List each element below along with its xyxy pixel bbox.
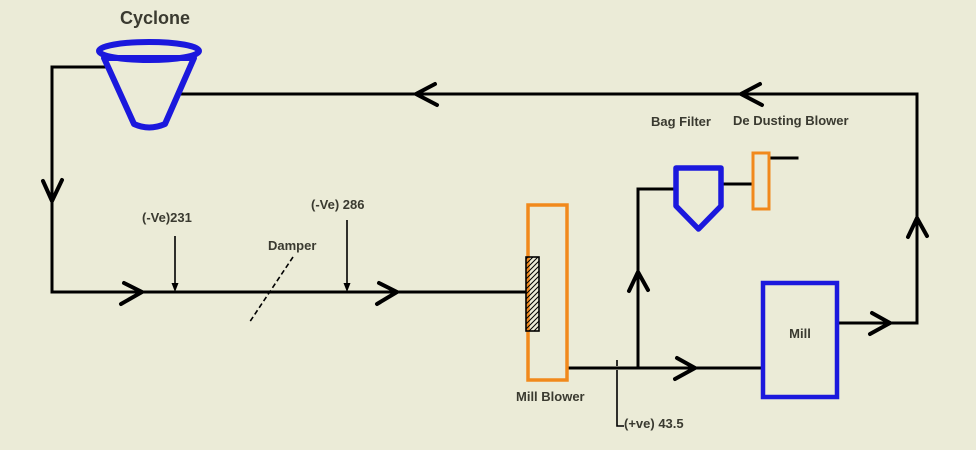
pipe-cyclone-dip-to-mill-blower: [50, 65, 528, 294]
pipe-riser-to-bag-filter: [636, 187, 677, 370]
bag-filter-label: Bag Filter: [651, 114, 711, 129]
arrow-left-top-1-icon: [414, 82, 439, 107]
pressure-reading-3-label: (+ve) 43.5: [624, 416, 684, 431]
mill-blower-label: Mill Blower: [516, 389, 585, 404]
cyclone-shape: [96, 39, 202, 131]
pressure-reading-1-label: (-Ve)231: [142, 210, 192, 225]
arrow-up-riser-icon: [627, 270, 650, 293]
arrow-right-bottom-icon: [673, 356, 697, 381]
mill-shape: [760, 280, 840, 400]
leader-pressure-3: [616, 360, 624, 427]
leader-arrowhead-2-icon: [343, 283, 351, 292]
damper-label: Damper: [268, 238, 317, 253]
arrow-right-main-1-icon: [119, 281, 144, 306]
leader-arrowhead-1-icon: [171, 283, 179, 292]
arrow-left-top-2-icon: [739, 82, 764, 107]
arrow-right-main-2-icon: [375, 281, 399, 306]
mill-label: Mill: [789, 326, 811, 341]
mill-blower-inlet-plate: [525, 256, 540, 332]
de-dusting-blower-shape: [751, 151, 771, 211]
cyclone-cone: [101, 55, 197, 131]
de-dusting-blower-label: De Dusting Blower: [733, 113, 849, 128]
cyclone-label: Cyclone: [120, 8, 191, 28]
arrow-right-mill-outlet-icon: [868, 311, 892, 336]
arrow-down-left-line-icon: [41, 178, 64, 203]
bag-filter-shape: [673, 165, 724, 232]
arrow-up-right-line-icon: [906, 216, 929, 239]
pressure-reading-2-label: (-Ve) 286: [311, 197, 365, 212]
damper-symbol-line: [248, 256, 294, 324]
pipe-return-top-line: [179, 92, 919, 325]
